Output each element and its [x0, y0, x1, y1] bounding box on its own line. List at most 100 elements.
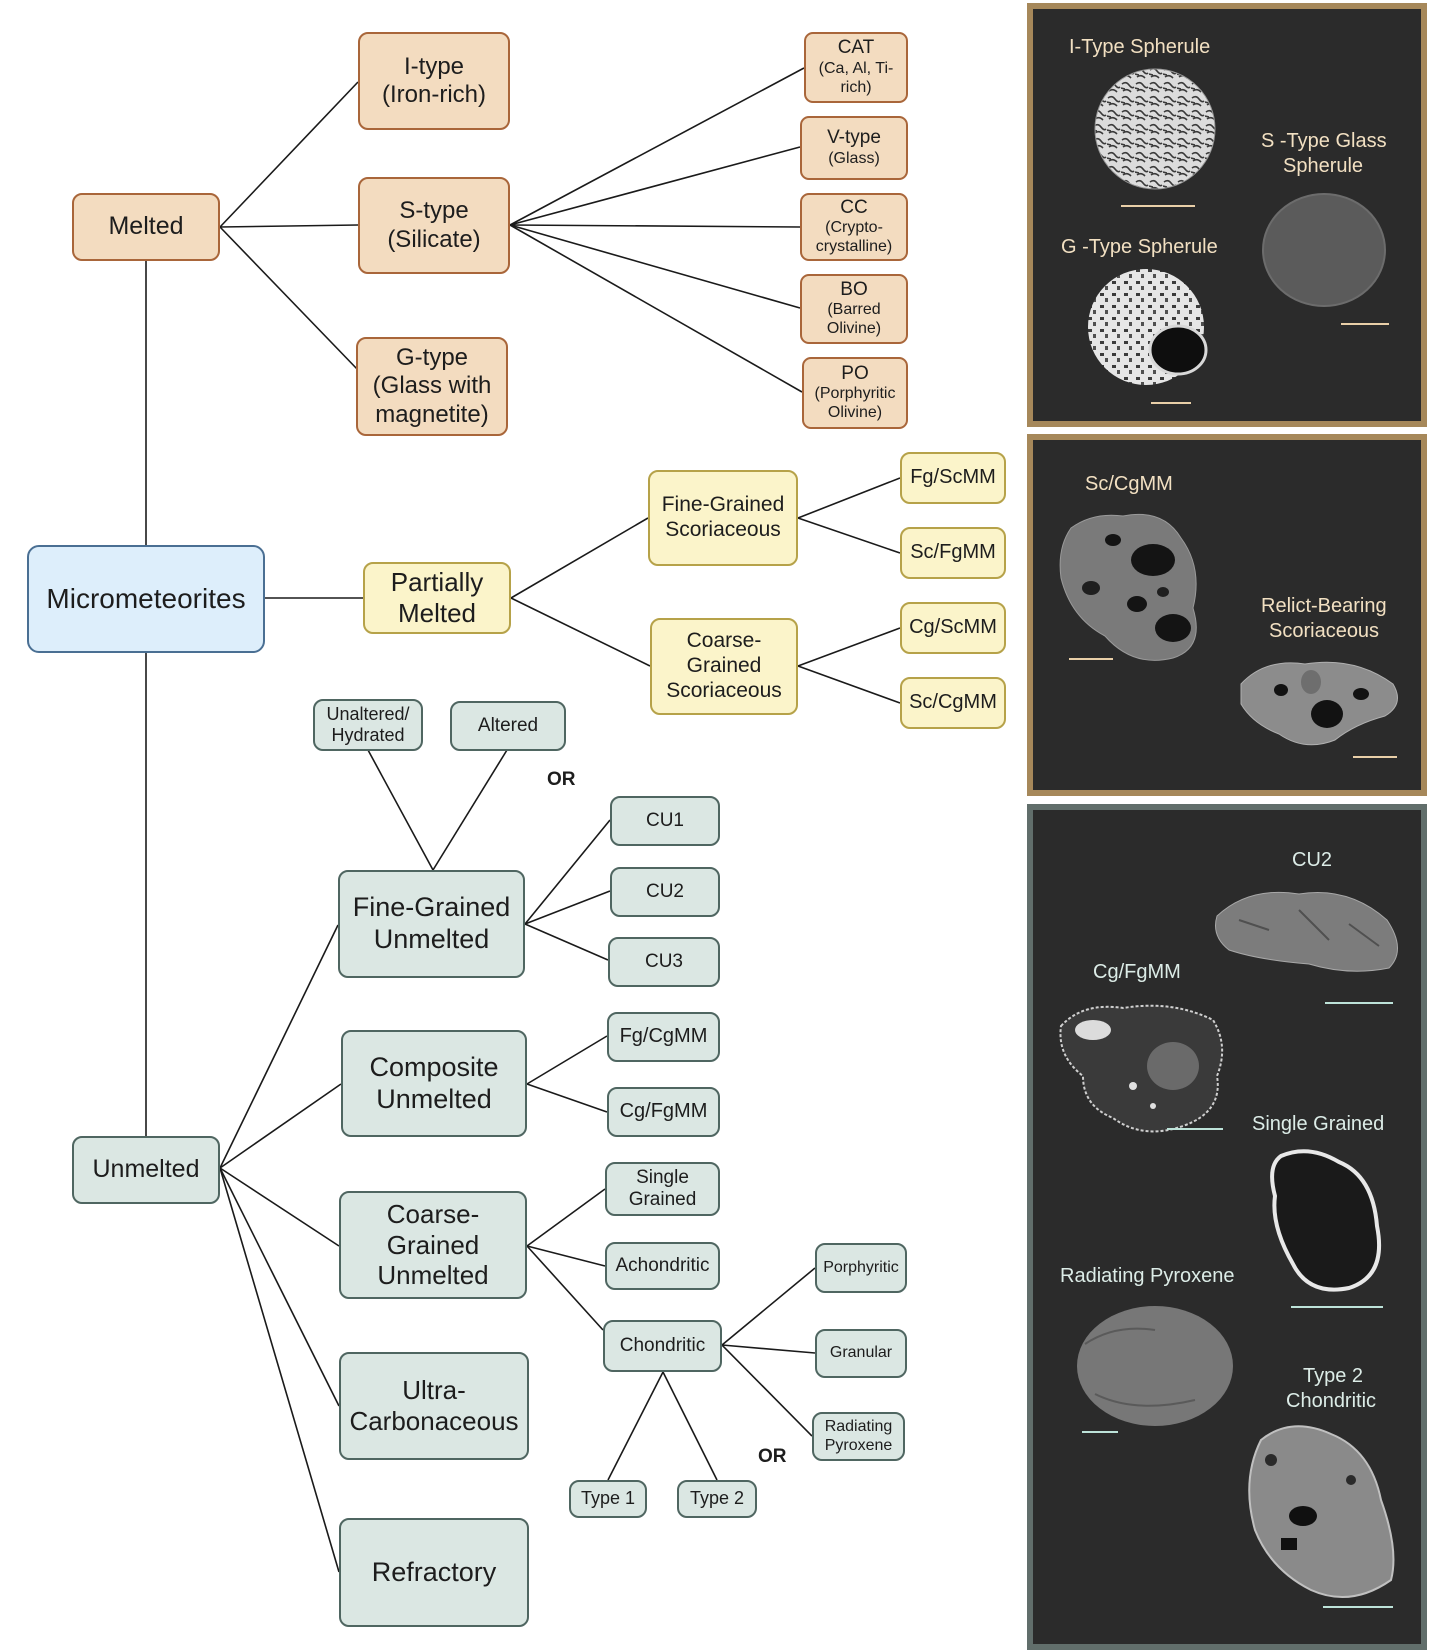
s-type-glass-spherule-image — [1262, 193, 1386, 307]
cu2-caption: CU2 — [1292, 849, 1333, 871]
g-type-label-line: G-type — [395, 344, 469, 372]
sc-cgmm-image — [1059, 513, 1197, 661]
cu2-label: CU2 — [645, 880, 684, 902]
type2-chondritic-scale-bar — [1323, 1606, 1393, 1608]
ultra-carbonaceous-label-line: Carbonaceous — [349, 1406, 519, 1436]
relict-bearing-caption-line: Relict-Bearing — [1261, 595, 1387, 617]
cu3-node: CU3 — [608, 937, 720, 987]
i-type-node: I-type (Iron-rich) — [358, 32, 510, 130]
relict-bearing-scale-bar — [1353, 756, 1397, 758]
sc-cgmm-node: Sc/CgMM — [900, 677, 1006, 729]
cu3-label: CU3 — [644, 950, 683, 972]
achondritic-label: Achondritic — [615, 1254, 710, 1276]
type-1-label: Type 1 — [580, 1488, 636, 1509]
cg-fgmm-image — [1059, 1004, 1224, 1133]
partially-melted-label-line: Partially — [390, 567, 484, 598]
fine-grained-scoriaceous-label-line: Scoriaceous — [665, 518, 781, 541]
po-node: PO (Porphyritic Olivine) — [802, 357, 908, 429]
single-grained-scale-bar — [1291, 1306, 1383, 1308]
composite-unmelted-node: Composite Unmelted — [341, 1030, 527, 1137]
unmelted-label: Unmelted — [92, 1155, 200, 1184]
cc-label-line: (Crypto- — [825, 219, 883, 237]
po-label-line: Olivine) — [827, 404, 883, 422]
v-type-label-line: (Glass) — [828, 149, 880, 167]
cc-label-line: crystalline) — [815, 238, 893, 256]
v-type-node: V-type (Glass) — [800, 116, 908, 180]
partially-melted-micrograph-panel: Sc/CgMM Relict-Bearing Scoriaceous — [1027, 434, 1427, 796]
cg-fgmm-scale-bar — [1167, 1128, 1223, 1130]
s-type-glass-spherule-caption-line: Spherule — [1283, 155, 1364, 177]
porphyritic-label: Porphyritic — [823, 1258, 899, 1276]
g-type-label-line: (Glass with — [372, 372, 492, 400]
radiating-pyroxene-caption: Radiating Pyroxene — [1060, 1265, 1235, 1287]
coarse-grained-unmelted-label-line: Coarse- — [386, 1198, 480, 1229]
granular-label: Granular — [829, 1344, 893, 1362]
bo-label-line: (Barred — [827, 301, 881, 319]
cc-label-line: CC — [840, 196, 868, 218]
s-type-label-line: S-type — [399, 197, 469, 225]
bo-label-line: Olivine) — [826, 320, 882, 338]
coarse-grained-scoriaceous-node: Coarse- Grained Scoriaceous — [650, 618, 798, 715]
fg-cgmm-label: Fg/CgMM — [619, 1025, 708, 1048]
fine-grained-unmelted-label-line: Unmelted — [373, 924, 490, 954]
relict-bearing-image — [1240, 661, 1398, 746]
radiating-pyroxene-image — [1077, 1306, 1233, 1426]
v-type-label-line: V-type — [827, 127, 881, 149]
single-grained-label-line: Grained — [628, 1189, 697, 1210]
sc-cgmm-caption: Sc/CgMM — [1085, 473, 1173, 495]
fine-grained-scoriaceous-label-line: Fine-Grained — [661, 493, 785, 517]
coarse-grained-scoriaceous-label-line: Grained — [686, 654, 762, 678]
granular-node: Granular — [815, 1329, 907, 1378]
radiating-pyroxene-label-line: Pyroxene — [824, 1436, 893, 1454]
cat-node: CAT (Ca, Al, Ti- rich) — [804, 32, 908, 103]
bo-label-line: BO — [840, 278, 868, 300]
i-type-label-line: (Iron-rich) — [381, 81, 486, 108]
i-type-spherule-image — [1094, 68, 1216, 190]
type2-chondritic-caption-line: Type 2 — [1303, 1365, 1364, 1387]
cg-scmm-label: Cg/ScMM — [909, 616, 997, 639]
unmelted-micrograph-panel: CU2 Cg/FgMM Single Grained Radiating Pyr… — [1027, 804, 1427, 1650]
cu1-label: CU1 — [645, 809, 684, 831]
g-type-scale-bar — [1151, 402, 1191, 404]
ultra-carbonaceous-node: Ultra- Carbonaceous — [339, 1352, 529, 1460]
or-label-fine-grained: OR — [547, 769, 576, 790]
cat-label-line: rich) — [840, 78, 872, 96]
cg-fgmm-node: Cg/FgMM — [607, 1087, 720, 1137]
sc-fgmm-node: Sc/FgMM — [900, 527, 1006, 579]
or-label-chondritic: OR — [758, 1446, 787, 1467]
coarse-grained-unmelted-label-line: Unmelted — [377, 1260, 489, 1291]
unmelted-node: Unmelted — [72, 1136, 220, 1204]
type-2-label: Type 2 — [689, 1488, 745, 1509]
altered-label: Altered — [477, 714, 539, 736]
type-2-node: Type 2 — [677, 1480, 757, 1518]
coarse-grained-unmelted-node: Coarse- Grained Unmelted — [339, 1191, 527, 1299]
cat-label-line: (Ca, Al, Ti- — [818, 59, 894, 77]
single-grained-caption: Single Grained — [1252, 1113, 1385, 1135]
fine-grained-unmelted-node: Fine-Grained Unmelted — [338, 870, 525, 978]
cu2-scale-bar — [1325, 1002, 1393, 1004]
partially-melted-label-line: Melted — [397, 598, 477, 628]
fine-grained-unmelted-label-line: Fine-Grained — [352, 892, 511, 923]
fg-scmm-node: Fg/ScMM — [900, 452, 1006, 504]
bo-node: BO (Barred Olivine) — [800, 274, 908, 344]
sc-cgmm-scale-bar — [1069, 658, 1113, 660]
fine-grained-scoriaceous-node: Fine-Grained Scoriaceous — [648, 470, 798, 566]
single-grained-image — [1270, 1149, 1382, 1292]
g-type-spherule-image — [1088, 269, 1208, 385]
i-type-scale-bar — [1121, 205, 1195, 207]
type-1-node: Type 1 — [569, 1480, 647, 1518]
s-type-node: S-type (Silicate) — [358, 177, 510, 274]
cat-label-line: CAT — [837, 37, 875, 59]
s-type-scale-bar — [1341, 323, 1389, 325]
melted-micrograph-panel: I-Type Spherule S -Type Glass Spherule G… — [1027, 3, 1427, 427]
s-type-label-line: (Silicate) — [387, 225, 481, 253]
chondritic-label: Chondritic — [619, 1334, 706, 1356]
single-grained-node: Single Grained — [605, 1162, 720, 1216]
cg-scmm-node: Cg/ScMM — [900, 602, 1006, 654]
sc-fgmm-label: Sc/FgMM — [910, 541, 996, 564]
fg-scmm-label: Fg/ScMM — [910, 466, 996, 489]
po-label-line: PO — [841, 362, 869, 384]
unaltered-hydrated-node: Unaltered/ Hydrated — [313, 699, 423, 751]
type2-chondritic-image — [1248, 1425, 1395, 1599]
unaltered-hydrated-label-line: Hydrated — [331, 725, 405, 745]
